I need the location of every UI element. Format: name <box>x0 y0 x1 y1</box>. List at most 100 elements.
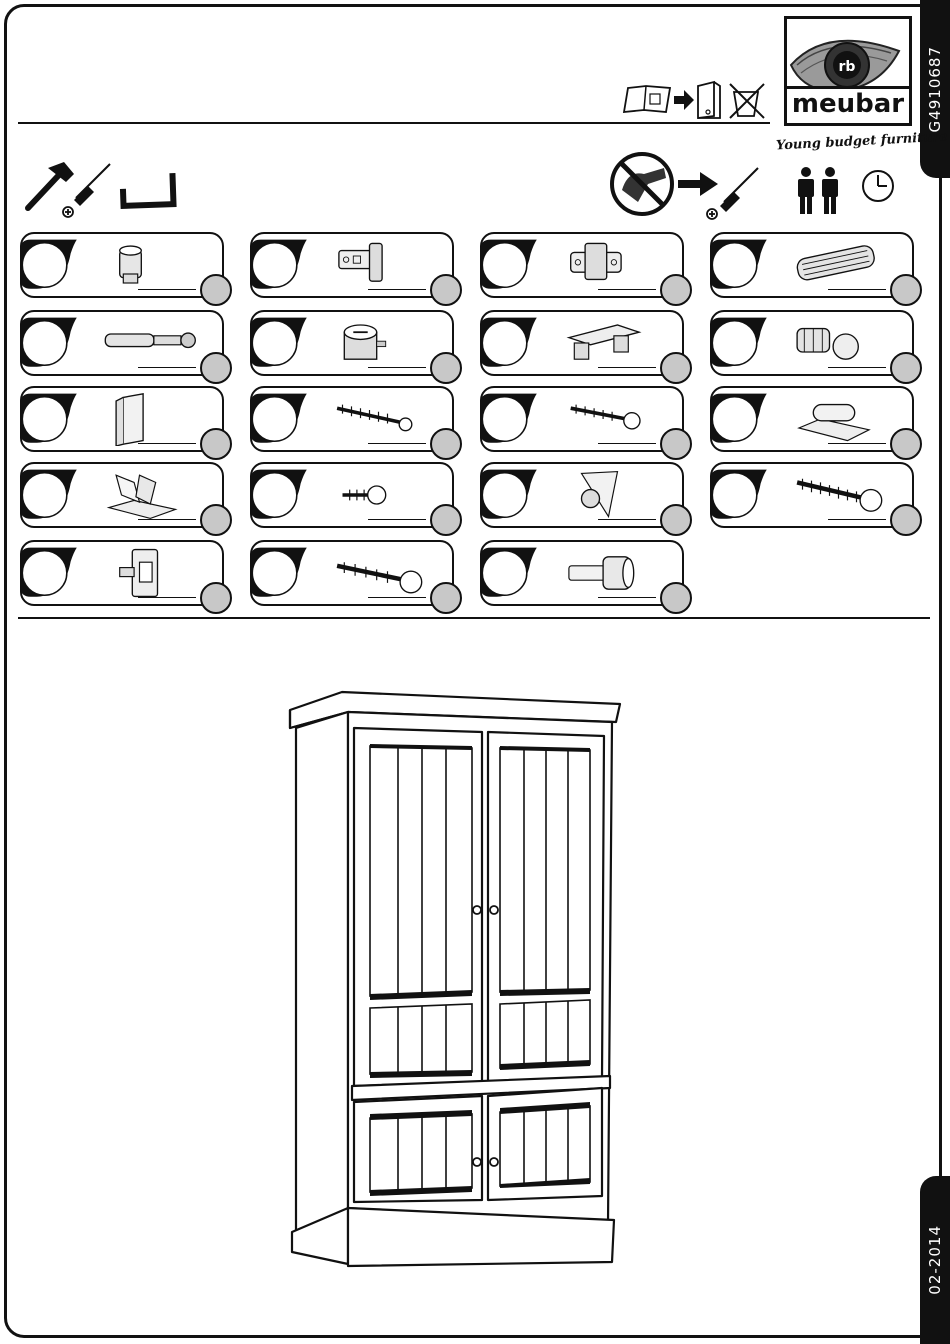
part-box <box>20 232 224 298</box>
part-quantity-line <box>368 367 426 369</box>
cam-lock-icon <box>328 316 438 370</box>
part-number-circle <box>480 232 546 298</box>
no-bin-icon <box>730 84 764 118</box>
flat-head-screw-icon <box>558 392 668 446</box>
part-quantity-badge <box>200 428 232 460</box>
part-quantity-line <box>598 519 656 521</box>
part-box <box>710 310 914 376</box>
part-quantity-badge <box>200 504 232 536</box>
part-box <box>710 462 914 528</box>
part-quantity-line <box>138 289 196 291</box>
magnetic-catch-icon <box>98 546 208 600</box>
screwdriver-icon <box>707 168 758 219</box>
part-box <box>250 462 454 528</box>
header-divider <box>18 122 770 124</box>
part-box <box>20 462 224 528</box>
part-number-circle <box>20 462 86 528</box>
bolt-washer-icon <box>788 468 898 522</box>
part-number-circle <box>710 386 776 452</box>
no-power-tools-notice <box>608 150 768 220</box>
part-quantity-line <box>828 443 886 445</box>
part-quantity-line <box>598 597 656 599</box>
part-box <box>480 540 684 606</box>
part-quantity-badge <box>660 352 692 384</box>
part-quantity-line <box>598 367 656 369</box>
persons-and-time <box>794 166 904 216</box>
angle-bracket-icon <box>98 468 208 522</box>
threaded-insert-icon <box>788 316 898 370</box>
part-quantity-line <box>598 443 656 445</box>
part-number-circle <box>480 462 546 528</box>
part-box <box>250 540 454 606</box>
part-number-circle <box>250 462 316 528</box>
wood-screw-icon <box>328 546 438 600</box>
part-box <box>250 386 454 452</box>
part-box <box>20 310 224 376</box>
part-quantity-badge <box>660 428 692 460</box>
part-box <box>710 386 914 452</box>
part-number-circle <box>250 540 316 606</box>
arrow-right-icon <box>674 90 694 110</box>
wooden-dowel-icon <box>788 238 898 292</box>
part-quantity-badge <box>660 504 692 536</box>
part-number-circle <box>480 386 546 452</box>
part-quantity-line <box>138 597 196 599</box>
two-persons-icon <box>798 167 838 214</box>
corner-cap-icon <box>558 468 668 522</box>
part-box <box>710 232 914 298</box>
part-number-circle <box>20 310 86 376</box>
required-tools <box>24 160 184 220</box>
document-date: 02-2014 <box>926 1225 944 1295</box>
part-quantity-badge <box>890 352 922 384</box>
binder-icon <box>698 82 720 118</box>
no-drill-icon <box>612 154 672 214</box>
rod-holder-icon <box>788 392 898 446</box>
part-number-circle <box>20 386 86 452</box>
part-quantity-line <box>368 519 426 521</box>
part-box <box>480 232 684 298</box>
part-box <box>250 232 454 298</box>
part-quantity-line <box>368 443 426 445</box>
part-quantity-badge <box>890 274 922 306</box>
document-code-tab: G4910687 <box>920 0 950 178</box>
part-number-circle <box>480 540 546 606</box>
short-screw-icon <box>328 468 438 522</box>
part-quantity-badge <box>200 582 232 614</box>
clock-icon <box>863 171 893 201</box>
part-quantity-line <box>828 519 886 521</box>
part-number-circle <box>710 310 776 376</box>
part-quantity-badge <box>890 504 922 536</box>
part-quantity-line <box>828 367 886 369</box>
part-number-circle <box>20 232 86 298</box>
part-quantity-badge <box>430 352 462 384</box>
part-number-circle <box>250 386 316 452</box>
part-quantity-badge <box>430 582 462 614</box>
part-quantity-line <box>828 289 886 291</box>
parts-divider <box>18 617 930 619</box>
brand-name: meubar <box>787 86 909 119</box>
part-box <box>480 310 684 376</box>
brand-logo: rb meubar <box>784 16 912 126</box>
keep-manual-icons <box>622 80 772 120</box>
part-number-circle <box>250 232 316 298</box>
part-quantity-badge <box>430 504 462 536</box>
part-quantity-line <box>368 289 426 291</box>
part-number-circle <box>20 540 86 606</box>
part-quantity-badge <box>200 352 232 384</box>
part-number-circle <box>710 232 776 298</box>
part-quantity-badge <box>660 582 692 614</box>
arrow-right-icon <box>678 172 718 196</box>
part-quantity-badge <box>430 274 462 306</box>
shelf-connector-icon <box>558 316 668 370</box>
part-number-circle <box>710 462 776 528</box>
hinge-mounting-plate-icon <box>558 238 668 292</box>
part-box <box>250 310 454 376</box>
part-number-circle <box>250 310 316 376</box>
part-quantity-badge <box>430 428 462 460</box>
part-quantity-line <box>368 597 426 599</box>
part-quantity-line <box>598 289 656 291</box>
part-quantity-line <box>138 443 196 445</box>
part-quantity-line <box>138 367 196 369</box>
connector-bolt-icon <box>98 316 208 370</box>
dowel-plug-icon <box>98 238 208 292</box>
